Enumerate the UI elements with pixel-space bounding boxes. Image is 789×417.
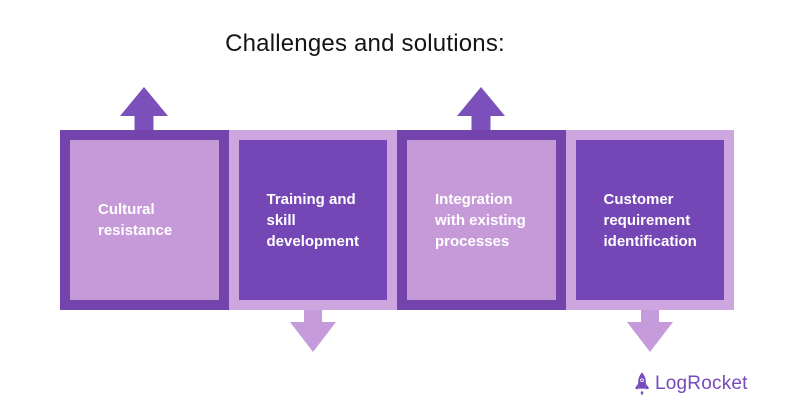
box-label: Training and skill development [266, 190, 360, 250]
rocket-icon [634, 372, 650, 396]
up-arrow-icon [120, 87, 168, 130]
logrocket-logo: LogRocket [632, 371, 748, 397]
challenges-row: Cultural resistance Training and skill d… [60, 87, 734, 352]
box-cultural-resistance: Cultural resistance [60, 130, 229, 310]
down-arrow-icon [627, 310, 673, 352]
box-integration-existing-processes: Integration with existing processes [397, 130, 566, 310]
up-arrow-icon [457, 87, 505, 130]
box-customer-requirement-identification: Customer requirement identification [565, 130, 734, 310]
box-label: Customer requirement identification [603, 190, 697, 250]
box-inner: Integration with existing processes [407, 140, 556, 300]
box-training-skill-development: Training and skill development [228, 130, 397, 310]
box-inner: Cultural resistance [70, 140, 219, 300]
page-title: Challenges and solutions: [225, 30, 505, 57]
box-inner: Training and skill development [238, 140, 387, 300]
box-label: Cultural resistance [98, 201, 173, 239]
down-arrow-icon [290, 310, 336, 352]
box-label: Integration with existing processes [435, 190, 526, 250]
logrocket-wordmark: LogRocket [655, 373, 748, 394]
box-inner: Customer requirement identification [575, 140, 724, 300]
